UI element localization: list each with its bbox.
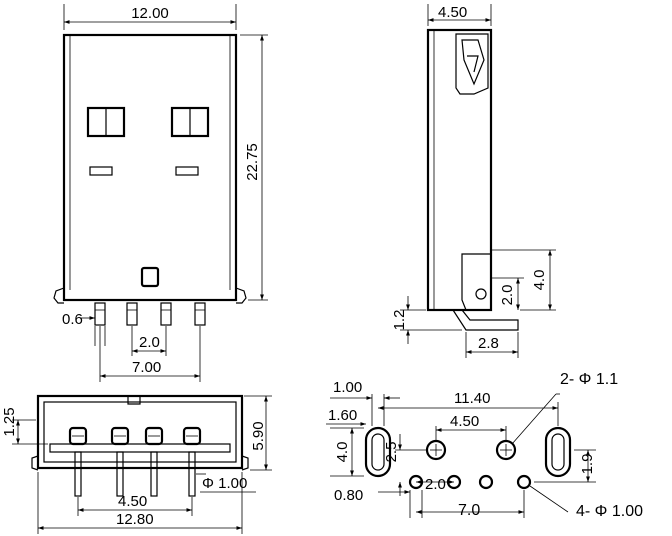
dim-front-1-25: 1.25 — [1, 407, 18, 436]
front-view-tongue — [49, 443, 231, 453]
note-post-holes: 2- Φ 1.1 — [560, 371, 618, 388]
dim-span-7-00: 7.00 — [132, 359, 161, 376]
right-mount-slot — [544, 426, 572, 478]
dim-fp-2-0: 2.0 — [425, 476, 446, 493]
side-view-body — [426, 28, 493, 312]
dim-fp-1-60: 1.60 — [328, 407, 357, 424]
dim-fp-7-0: 7.0 — [458, 502, 480, 519]
side-peg-hole — [475, 288, 487, 300]
side-lead — [451, 309, 519, 331]
front-view-contacts — [68, 426, 202, 446]
top-view-body — [62, 33, 238, 302]
dim-peg-2-0: 2.0 — [499, 285, 516, 306]
dim-fp-2-5: 2.5 — [383, 442, 400, 463]
right-tab — [235, 287, 247, 304]
dim-fp-4-0: 4.0 — [334, 442, 351, 463]
front-view: 1.25 5.90 Φ 1.00 4.50 12.80 — [1, 394, 272, 534]
footprint-view: 1.00 1.60 11.40 4.50 4.0 2.5 1.9 0.80 — [326, 371, 643, 520]
dim-fp-11-40: 11.40 — [454, 390, 490, 407]
left-mount-slot — [364, 426, 392, 478]
note-signal-holes: 4- Φ 1.00 — [576, 503, 643, 520]
right-post-hole — [495, 439, 517, 461]
side-peg — [461, 253, 492, 311]
dim-front-4-50: 4.50 — [118, 493, 147, 510]
dim-fp-4-50: 4.50 — [450, 413, 479, 430]
dim-fp-1-00: 1.00 — [333, 379, 362, 396]
dim-front-12-80: 12.80 — [116, 511, 154, 528]
front-view-leads — [74, 451, 196, 497]
center-square — [140, 266, 160, 288]
left-tab — [53, 287, 65, 304]
dim-fp-0-80: 0.80 — [334, 487, 363, 504]
dim-width-12: 12.00 — [131, 5, 169, 22]
left-post-hole — [425, 439, 447, 461]
dim-lead-1-2: 1.2 — [391, 310, 408, 331]
dim-length-22-75: 22.75 — [244, 143, 261, 181]
side-latch — [455, 33, 489, 95]
dim-front-5-90: 5.90 — [250, 421, 267, 450]
left-slot — [89, 166, 113, 176]
dim-pitch-2-0: 2.0 — [139, 334, 160, 351]
top-view-pins — [94, 302, 206, 326]
top-view: 12.00 22.75 0.6 2.0 7.00 — [53, 4, 268, 382]
side-view: 4.50 4.0 2.0 1.2 2.8 — [391, 4, 556, 358]
dim-thickness-4-50: 4.50 — [438, 4, 467, 21]
right-slot — [175, 166, 199, 176]
dim-lead-2-8: 2.8 — [478, 335, 499, 352]
dim-height-4-0: 4.0 — [531, 270, 548, 291]
front-view-shell — [36, 394, 244, 470]
dim-pin-0-6: 0.6 — [62, 311, 83, 328]
dim-front-phi-1-00: Φ 1.00 — [202, 475, 247, 492]
dim-fp-1-9: 1.9 — [579, 454, 596, 475]
